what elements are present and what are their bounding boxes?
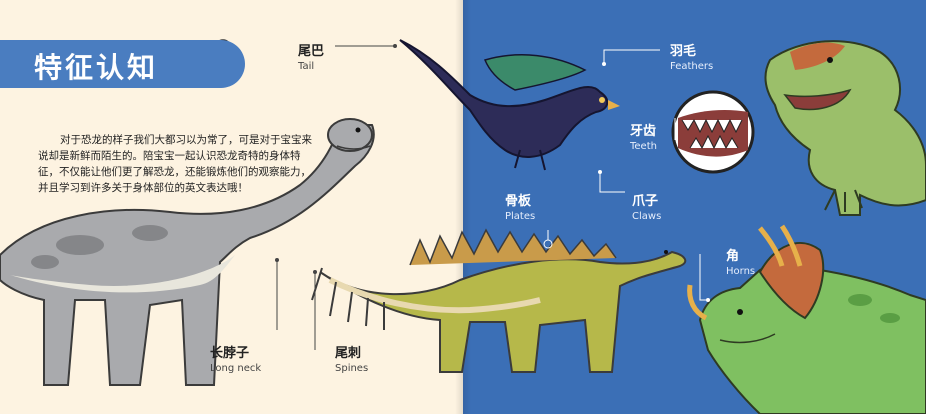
feathered-dinosaur-illustration xyxy=(399,39,620,171)
horned-dinosaur-illustration xyxy=(687,224,926,414)
label-plates-en: Plates xyxy=(505,211,536,222)
teeth-magnifier-illustration xyxy=(671,90,755,174)
page-title: 特征认知 xyxy=(34,51,159,84)
stegosaurus-illustration xyxy=(311,228,687,373)
label-tail: 尾巴 Tail xyxy=(298,40,324,72)
label-claws: 爪子 Claws xyxy=(632,190,661,222)
label-feathers-zh: 羽毛 xyxy=(670,44,697,59)
label-feathers: 羽毛 Feathers xyxy=(670,40,713,72)
label-long-neck: 长脖子 Long neck xyxy=(210,342,261,374)
label-claws-en: Claws xyxy=(632,211,662,222)
label-claws-zh: 爪子 xyxy=(632,194,659,209)
label-horns-en: Horns xyxy=(726,266,756,277)
intro-paragraph: 对于恐龙的样子我们大都习以为常了，可是对于宝宝来说却是新鲜而陌生的。陪宝宝一起认… xyxy=(38,134,312,194)
label-long-neck-en: Long neck xyxy=(210,363,262,374)
title-banner xyxy=(0,40,245,88)
leader-lines xyxy=(275,44,710,350)
carnivore-dinosaur-illustration xyxy=(764,40,926,216)
label-tail-en: Tail xyxy=(298,61,315,72)
label-spines-en: Spines xyxy=(335,363,369,374)
label-plates-zh: 骨板 xyxy=(505,194,532,209)
label-plates: 骨板 Plates xyxy=(505,190,535,222)
label-feathers-en: Feathers xyxy=(670,61,714,72)
label-teeth-en: Teeth xyxy=(630,141,657,152)
label-long-neck-zh: 长脖子 xyxy=(210,346,250,361)
label-teeth-zh: 牙齿 xyxy=(630,124,657,139)
label-teeth: 牙齿 Teeth xyxy=(630,120,657,152)
label-horns-zh: 角 xyxy=(726,249,740,264)
sauropod-illustration xyxy=(0,118,375,386)
label-spines: 尾刺 Spines xyxy=(335,342,368,374)
label-horns: 角 Horns xyxy=(726,245,755,277)
label-tail-zh: 尾巴 xyxy=(298,44,325,59)
label-spines-zh: 尾刺 xyxy=(335,346,362,361)
